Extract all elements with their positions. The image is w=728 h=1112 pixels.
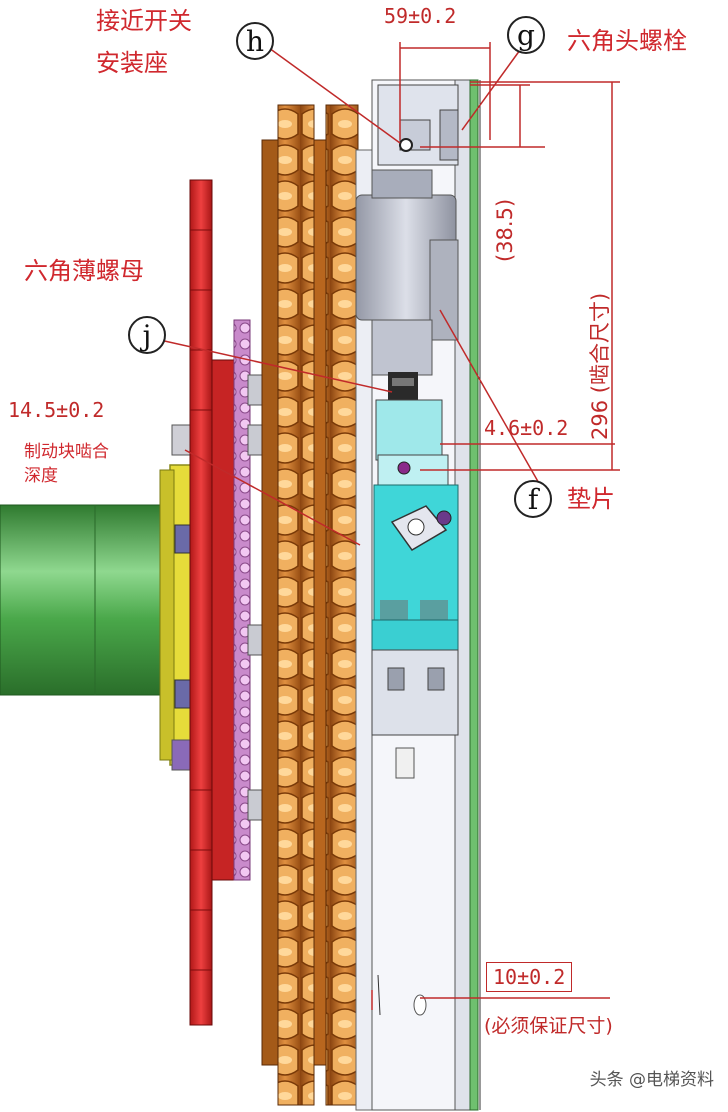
dim-top-width: 59±0.2 [384,4,457,28]
label-hex-thin-nut: 六角薄螺母 [24,257,144,285]
dim-shim-gap: 4.6±0.2 [484,416,569,440]
label-proximity-switch-line1: 接近开关 [96,7,192,35]
callout-j: j [128,316,166,354]
small-sprocket [233,319,251,881]
label-shim: 垫片 [567,485,615,513]
watermark: 头条 @电梯资料 [589,1070,714,1090]
dim-offset: (38.5) [493,198,517,262]
callout-g: g [507,16,545,54]
label-hex-bolt: 六角头螺栓 [567,27,687,55]
dim-clearance-note: (必须保证尺寸) [484,1015,613,1037]
dim-clearance: 10±0.2 [486,962,573,992]
callout-f: f [514,480,552,518]
dim-engage-size: 296 (啮合尺寸) [588,292,612,440]
label-proximity-switch-line2: 安装座 [96,49,168,77]
callout-h: h [236,22,274,60]
sprocket-inner [325,104,359,1106]
lower-bracket [371,649,459,736]
label-brake-engage-line1: 制动块啮合 [24,442,109,462]
label-brake-engage-line2: 深度 [24,466,58,486]
sprocket-outer [277,104,315,1106]
dim-engage-depth: 14.5±0.2 [8,398,105,422]
brake-block [373,399,459,622]
